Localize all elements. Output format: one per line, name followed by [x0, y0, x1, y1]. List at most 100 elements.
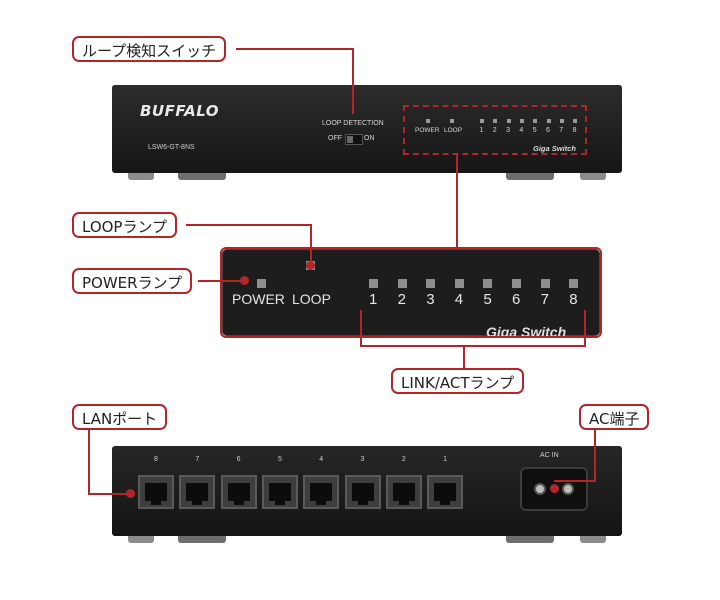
lan-port[interactable]: [385, 475, 422, 509]
link-act-led: [426, 279, 436, 288]
leader-line: [554, 480, 596, 482]
rear-port-number: 1: [443, 456, 448, 463]
power-label-small: POWER: [415, 127, 440, 134]
link-act-led: [369, 279, 378, 288]
loop-led-small: [450, 119, 454, 123]
port-latch: [357, 499, 368, 505]
ac-in-label: AC IN: [540, 452, 559, 459]
link-act-led: [512, 279, 521, 288]
lan-port[interactable]: [261, 475, 298, 509]
leader-line: [88, 430, 90, 495]
loop-label-small: LOOP: [444, 127, 463, 134]
callout-loop-lamp: LOOPランプ: [72, 212, 178, 238]
lan-port[interactable]: [303, 475, 340, 509]
leader-line: [310, 224, 312, 265]
port-number: 1: [369, 291, 378, 308]
port-socket: [434, 483, 457, 501]
port-number: 4: [454, 291, 464, 308]
loop-detection-switch[interactable]: [345, 134, 363, 145]
port-number-small: 1: [479, 127, 484, 134]
callout-loop-detect: ループ検知スイッチ: [72, 36, 227, 62]
foot: [580, 173, 606, 180]
leader-line: [198, 280, 244, 282]
foot: [128, 536, 154, 543]
link-act-led: [483, 279, 493, 288]
callout-ac-port: AC端子: [579, 404, 650, 430]
port-number-small: 3: [506, 127, 510, 134]
rear-port-number: 7: [195, 456, 200, 463]
port-number: 5: [483, 291, 492, 308]
leader-line: [88, 493, 128, 495]
lan-port[interactable]: [179, 475, 216, 509]
port-number: 2: [397, 291, 406, 308]
bracket-line: [360, 310, 362, 347]
leader-line: [594, 430, 596, 482]
link-led-small: [573, 119, 578, 123]
foot: [128, 173, 154, 180]
zoom-frame: [220, 247, 602, 338]
loop-off-label: OFF: [328, 135, 342, 142]
leader-dot: [126, 489, 135, 498]
callout-lan-port: LANポート: [72, 404, 168, 430]
port-socket: [351, 483, 374, 501]
port-number: 7: [540, 291, 549, 308]
rear-port-number: 3: [360, 456, 365, 463]
lan-port[interactable]: [220, 475, 257, 509]
leader-dot: [306, 261, 315, 270]
leader-line: [236, 48, 354, 50]
leader-line: [463, 345, 465, 368]
foot: [506, 536, 554, 543]
port-number: 6: [512, 291, 521, 308]
link-led-small: [559, 119, 564, 123]
callout-power-lamp: POWERランプ: [72, 268, 193, 294]
rear-port-number: 6: [236, 456, 241, 463]
lan-port[interactable]: [427, 475, 464, 509]
rear-port-number: 4: [319, 456, 324, 463]
port-latch: [151, 499, 161, 505]
power-led: [257, 279, 266, 288]
port-socket: [145, 483, 167, 501]
leader-line: [186, 224, 312, 226]
link-act-led: [569, 279, 579, 288]
port-number-small: 2: [492, 127, 497, 134]
foot: [178, 173, 226, 180]
port-number-small: 5: [532, 127, 537, 134]
rear-port-number: 8: [154, 456, 158, 463]
callout-link-act: LINK/ACTランプ: [391, 368, 525, 394]
loop-detection-label: LOOP DETECTION: [322, 120, 384, 127]
port-number-small: 6: [546, 127, 550, 134]
ac-inlet[interactable]: [520, 467, 588, 511]
link-act-led: [397, 279, 407, 288]
model-number: LSW6-GT-8NS: [148, 144, 195, 151]
foot: [506, 173, 554, 180]
lan-port[interactable]: [344, 475, 381, 509]
leader-dot: [240, 276, 249, 285]
switch-front-panel: BUFFALO LSW6-GT-8NS LOOP DETECTION OFF O…: [112, 85, 622, 173]
lan-port[interactable]: [138, 475, 174, 509]
link-led-small: [506, 119, 511, 123]
port-number-small: 8: [572, 127, 577, 134]
link-led-small: [519, 119, 524, 123]
led-highlight-box: [403, 105, 587, 155]
port-latch: [274, 499, 285, 505]
bracket-line: [584, 310, 586, 347]
leader-line: [456, 155, 458, 247]
port-latch: [440, 499, 451, 505]
rear-port-number: 2: [401, 456, 406, 463]
leader-dot: [550, 484, 559, 493]
bracket-line: [360, 345, 586, 347]
port-socket: [186, 483, 209, 501]
link-led-small: [493, 119, 498, 123]
link-act-led: [540, 279, 550, 288]
port-socket: [227, 483, 250, 501]
port-number-small: 4: [519, 127, 524, 134]
giga-switch-small: Giga Switch: [533, 144, 576, 153]
link-led-small: [546, 119, 551, 123]
port-socket: [268, 483, 291, 501]
loop-on-label: ON: [364, 135, 375, 142]
power-led-small: [426, 119, 430, 123]
ac-pin: [562, 483, 574, 495]
port-latch: [192, 499, 203, 505]
rear-port-number: 5: [277, 456, 282, 463]
